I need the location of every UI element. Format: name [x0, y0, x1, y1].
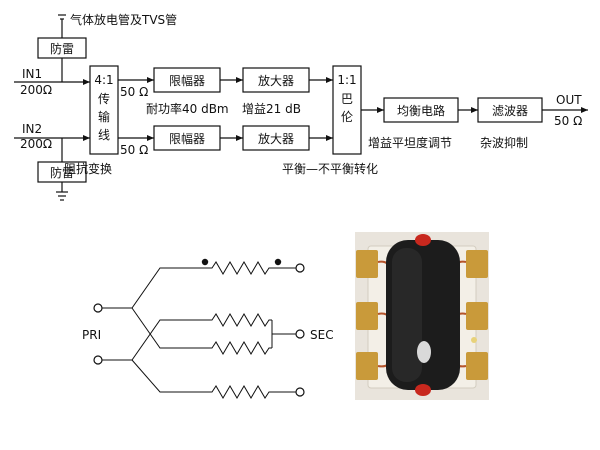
pad-left-3	[356, 352, 378, 380]
sec-label: SEC	[310, 328, 334, 342]
amp-top-box	[242, 67, 310, 93]
transformer-schematic: PRI SEC	[82, 258, 334, 399]
phase-dot-left	[201, 258, 209, 266]
limiter-bottom-box	[153, 125, 221, 151]
winding-1	[196, 261, 296, 275]
in1-label: IN1	[22, 67, 42, 81]
winding-2	[196, 313, 272, 327]
balun-1to1-char-1: 巴	[341, 92, 353, 106]
top-ground-symbol	[58, 14, 66, 38]
amp-bottom-box	[242, 125, 310, 151]
pri-terminal-bottom	[93, 355, 103, 365]
winding-3	[196, 341, 272, 355]
impedance-note: 阻抗变换	[64, 161, 112, 176]
out-terminal-3	[295, 387, 305, 397]
pad-left-2	[356, 302, 378, 330]
spurious-note: 杂波抑制	[480, 135, 528, 150]
amp-bottom-label: 放大器	[258, 131, 294, 146]
balun-4to1-char-2: 输	[98, 109, 110, 124]
balance-note: 平衡—不平衡转化	[282, 161, 378, 176]
limiter-top-box	[153, 67, 221, 93]
gas-tube-label: 气体放电管及TVS管	[70, 12, 177, 27]
transformer-component-photo	[355, 232, 489, 400]
out-label: OUT	[556, 93, 582, 107]
highlight-spot	[417, 341, 431, 363]
balun-4to1-char-1: 传	[98, 91, 110, 106]
sec-terminal	[295, 329, 305, 339]
filter-box	[477, 97, 543, 123]
balun-4to1-ratio: 4:1	[94, 73, 113, 87]
filter-label: 滤波器	[492, 104, 528, 118]
pad-left-1	[356, 250, 378, 278]
limiter-top-label: 限幅器	[169, 73, 205, 88]
power-note: 耐功率40 dBm	[146, 101, 229, 116]
pad-right-1	[466, 250, 488, 278]
block-diagram: 气体放电管及TVS管 防雷 IN1 200Ω IN2 200Ω 防雷 4:1 传…	[14, 12, 588, 201]
pad-right-3	[466, 352, 488, 380]
winding-4	[196, 385, 296, 399]
pri-label: PRI	[82, 328, 101, 342]
out-impedance: 50 Ω	[554, 114, 582, 128]
balun-1to1-box	[332, 65, 362, 155]
in2-impedance: 200Ω	[20, 137, 52, 151]
imp-50-bottom: 50 Ω	[120, 143, 148, 157]
phase-dot-right	[274, 258, 282, 266]
bottom-ground-symbol	[56, 182, 68, 201]
protect-bottom-label: 防雷	[50, 165, 74, 180]
pad-right-2	[466, 302, 488, 330]
amp-top-label: 放大器	[258, 73, 294, 88]
gain-note: 增益21 dB	[242, 102, 301, 116]
imp-50-top: 50 Ω	[120, 85, 148, 99]
limiter-bottom-label: 限幅器	[169, 131, 205, 146]
protect-top-label: 防雷	[50, 41, 74, 56]
flatness-note: 增益平坦度调节	[368, 135, 452, 150]
in1-impedance: 200Ω	[20, 83, 52, 97]
balun-4to1-char-3: 线	[98, 128, 110, 142]
red-glue-bottom	[415, 384, 431, 396]
pin-one-marker	[471, 337, 477, 343]
red-glue-top	[415, 234, 431, 246]
equalizer-label: 均衡电路	[397, 103, 445, 118]
in2-label: IN2	[22, 122, 42, 136]
balun-4to1-box	[89, 65, 119, 155]
equalizer-box	[383, 97, 459, 123]
balun-1to1-char-2: 伦	[341, 109, 353, 124]
out-terminal-1	[295, 263, 305, 273]
balun-1to1-ratio: 1:1	[337, 73, 356, 87]
pri-terminal-top	[93, 303, 103, 313]
